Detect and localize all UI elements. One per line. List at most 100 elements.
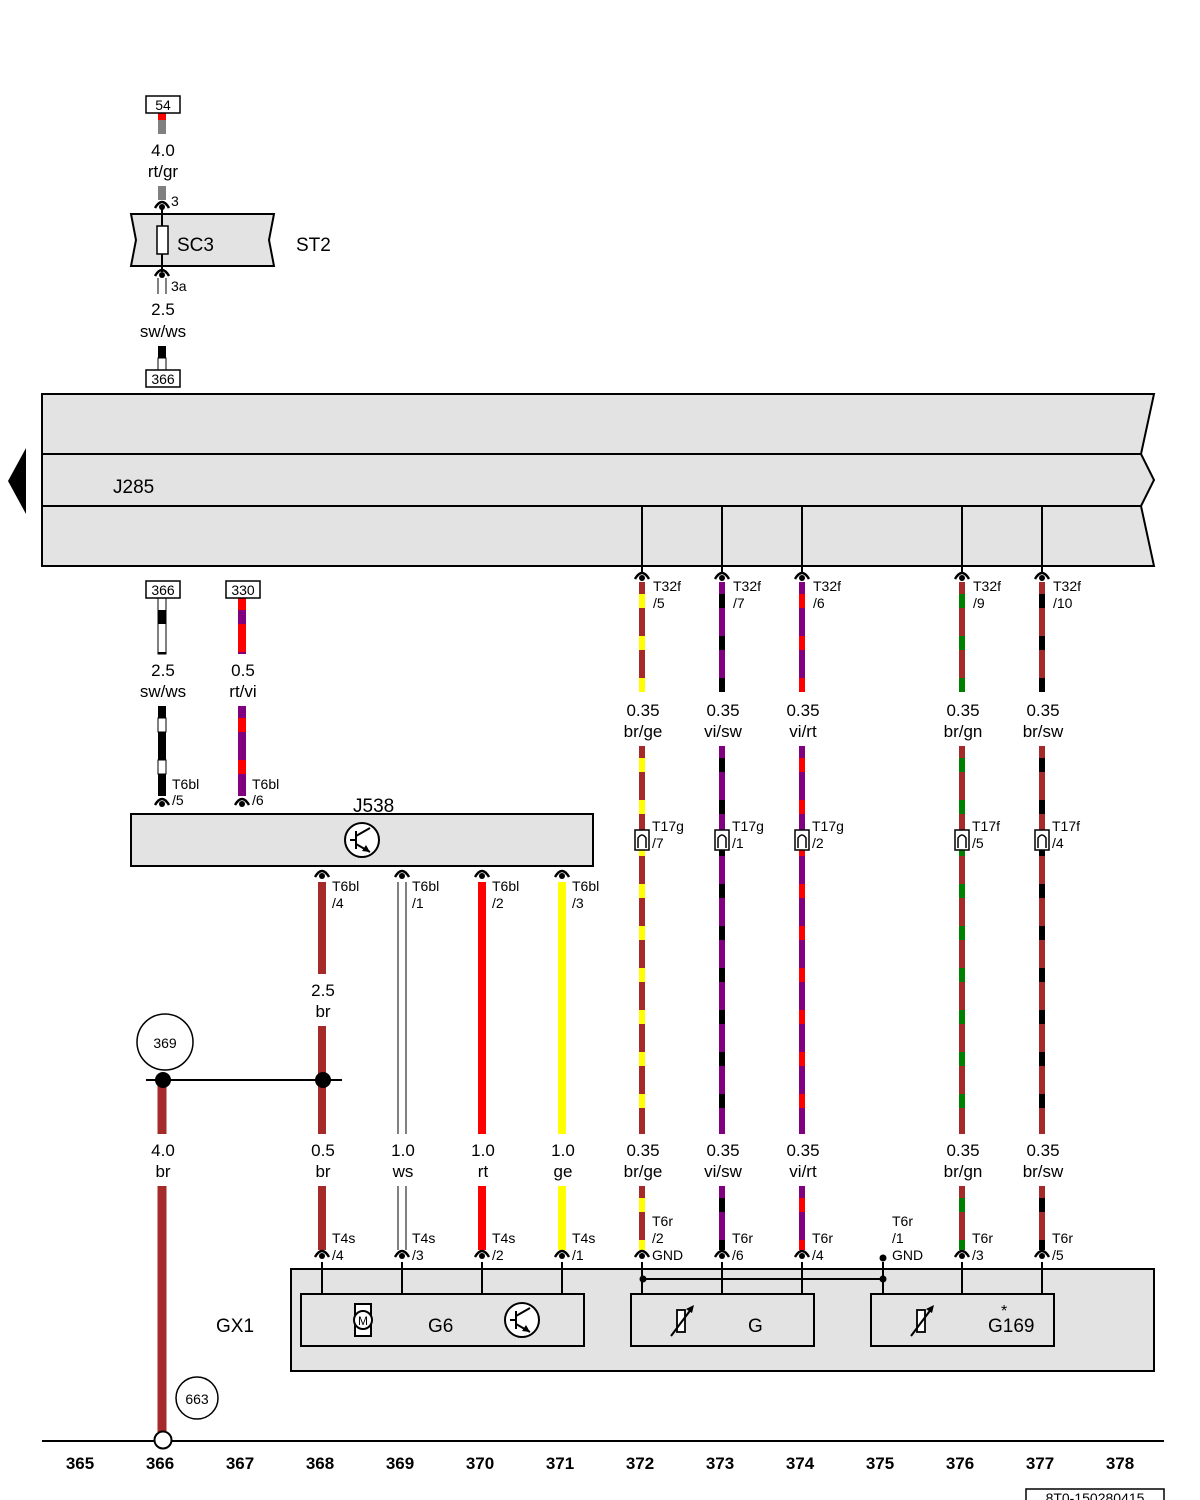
wire-722-b[interactable] <box>719 746 725 1134</box>
ref-circle-663[interactable] <box>175 1376 219 1420</box>
ref-box-330[interactable] <box>225 580 261 599</box>
wire-802-a[interactable] <box>799 582 805 692</box>
wire-373b-color: vi/sw <box>704 1162 743 1181</box>
pin-t4s-370-b: /2 <box>492 1247 504 1263</box>
ref-54-label: 54 <box>155 97 171 113</box>
wire-372a-color: br/ge <box>624 722 663 741</box>
pin-t32f-377-b: /10 <box>1053 595 1073 611</box>
pin-t4s-368-a: T4s <box>332 1230 355 1246</box>
wire-330-top[interactable] <box>238 598 246 654</box>
sensor-g169[interactable] <box>870 1293 1055 1347</box>
connector-t6r-gnd-icon <box>879 1254 887 1262</box>
pin-t6bl-369-b: /1 <box>412 895 424 911</box>
wire-962-b[interactable] <box>959 746 965 1134</box>
column-number: 371 <box>546 1454 574 1473</box>
pin-t32f-374-b: /6 <box>813 595 825 611</box>
wire-374b-size: 0.35 <box>786 1141 819 1160</box>
wire-370-c[interactable] <box>478 1186 486 1250</box>
wire-366-bot[interactable] <box>157 706 167 796</box>
pin-t6r-373-a: T6r <box>732 1230 753 1246</box>
connector-t6bl-icon <box>153 797 171 807</box>
wire-368-c[interactable] <box>318 1186 326 1250</box>
pin-t17g-374-b: /2 <box>812 835 824 851</box>
control-unit-j285[interactable] <box>41 393 1156 567</box>
wire-368-a[interactable] <box>318 882 326 974</box>
ref-box-366-top[interactable] <box>145 369 181 388</box>
wire-722-c[interactable] <box>719 1186 725 1250</box>
pin-t6r-372-a: T6r <box>652 1213 673 1229</box>
fuse-holder-st2-label: ST2 <box>296 235 331 256</box>
pin-t4s-369-b: /3 <box>412 1247 424 1263</box>
wire-962-a[interactable] <box>959 582 965 692</box>
column-number: 368 <box>306 1454 334 1473</box>
pin-t6r-376-a: T6r <box>972 1230 993 1246</box>
motor-label: M <box>358 1314 368 1328</box>
wire-642-a[interactable] <box>639 582 645 692</box>
connector-gx1-icon <box>313 1249 331 1259</box>
pin-t32f-372-a: T32f <box>653 578 681 594</box>
pin-t17g-373-a: T17g <box>732 818 764 834</box>
pin-t32f-377-a: T32f <box>1053 578 1081 594</box>
wire-366-ground-a[interactable] <box>157 1082 167 1134</box>
wire-54-size: 4.0 <box>151 141 175 160</box>
pin-t6bl-370-b: /2 <box>492 895 504 911</box>
wire-54-lower[interactable] <box>158 186 166 200</box>
pin-t32f-374-a: T32f <box>813 578 841 594</box>
ref-box-54[interactable] <box>145 95 181 114</box>
wire-369-a[interactable] <box>397 882 407 1134</box>
wire-330-bot[interactable] <box>238 706 246 796</box>
ground-point-366[interactable] <box>153 1430 173 1450</box>
pin-sc3-out: 3a <box>171 278 187 294</box>
wire-642-c[interactable] <box>639 1186 645 1250</box>
wire-366-size: 2.5 <box>151 661 175 680</box>
wire-366b-size: 4.0 <box>151 1141 175 1160</box>
wire-370-a[interactable] <box>478 882 486 1134</box>
pin-t6r-372-c: GND <box>652 1247 683 1263</box>
wire-369-c[interactable] <box>397 1186 407 1250</box>
pin-t4s-368-b: /4 <box>332 1247 344 1263</box>
pin-t6bl-371-b: /3 <box>572 895 584 911</box>
pin-t32f-376-b: /9 <box>973 595 985 611</box>
wire-377b-size: 0.35 <box>1026 1141 1059 1160</box>
column-number: 366 <box>146 1454 174 1473</box>
sensor-g[interactable] <box>630 1293 815 1347</box>
pin-t17g-374-a: T17g <box>812 818 844 834</box>
wire-371-size: 1.0 <box>551 1141 575 1160</box>
wire-1042-a[interactable] <box>1039 582 1045 692</box>
wire-371-a[interactable] <box>558 882 566 1134</box>
ref-circle-369[interactable] <box>136 1013 194 1071</box>
wire-802-b[interactable] <box>799 746 805 1134</box>
wire-642-b[interactable] <box>639 746 645 1134</box>
pin-t6bl-367-b: /6 <box>252 792 264 808</box>
wire-370-color: rt <box>478 1162 489 1181</box>
connector-t17-icon <box>634 829 650 851</box>
wire-722-a[interactable] <box>719 582 725 692</box>
wire-366-top[interactable] <box>157 597 167 655</box>
column-number: 376 <box>946 1454 974 1473</box>
wire-1042-c[interactable] <box>1039 1186 1045 1250</box>
connector-t32f-icon <box>633 571 651 581</box>
connector-t17-icon <box>794 829 810 851</box>
connector-gx1-icon <box>953 1249 971 1259</box>
ref-box-366-mid[interactable] <box>145 580 181 599</box>
column-number: 365 <box>66 1454 94 1473</box>
pin-sc3-in: 3 <box>171 193 179 209</box>
wire-372b-size: 0.35 <box>626 1141 659 1160</box>
pin-t6bl-369-a: T6bl <box>412 878 439 894</box>
wire-366-ground-b[interactable] <box>157 1186 167 1432</box>
wire-962-c[interactable] <box>959 1186 965 1250</box>
gx1-label: GX1 <box>216 1316 254 1337</box>
connector-t32f-icon <box>1033 571 1051 581</box>
wire-sc3-lower[interactable] <box>157 346 167 371</box>
wire-374b-color: vi/rt <box>789 1162 817 1181</box>
pin-t6r-374-b: /4 <box>812 1247 824 1263</box>
wire-1042-b[interactable] <box>1039 746 1045 1134</box>
pin-t6r-376-b: /3 <box>972 1247 984 1263</box>
pin-t32f-376-a: T32f <box>973 578 1001 594</box>
wire-802-c[interactable] <box>799 1186 805 1250</box>
wire-sc3-upper[interactable] <box>157 278 167 294</box>
wire-371-c[interactable] <box>558 1186 566 1250</box>
connector-gx1-icon <box>633 1249 651 1259</box>
pin-t4s-371-a: T4s <box>572 1230 595 1246</box>
